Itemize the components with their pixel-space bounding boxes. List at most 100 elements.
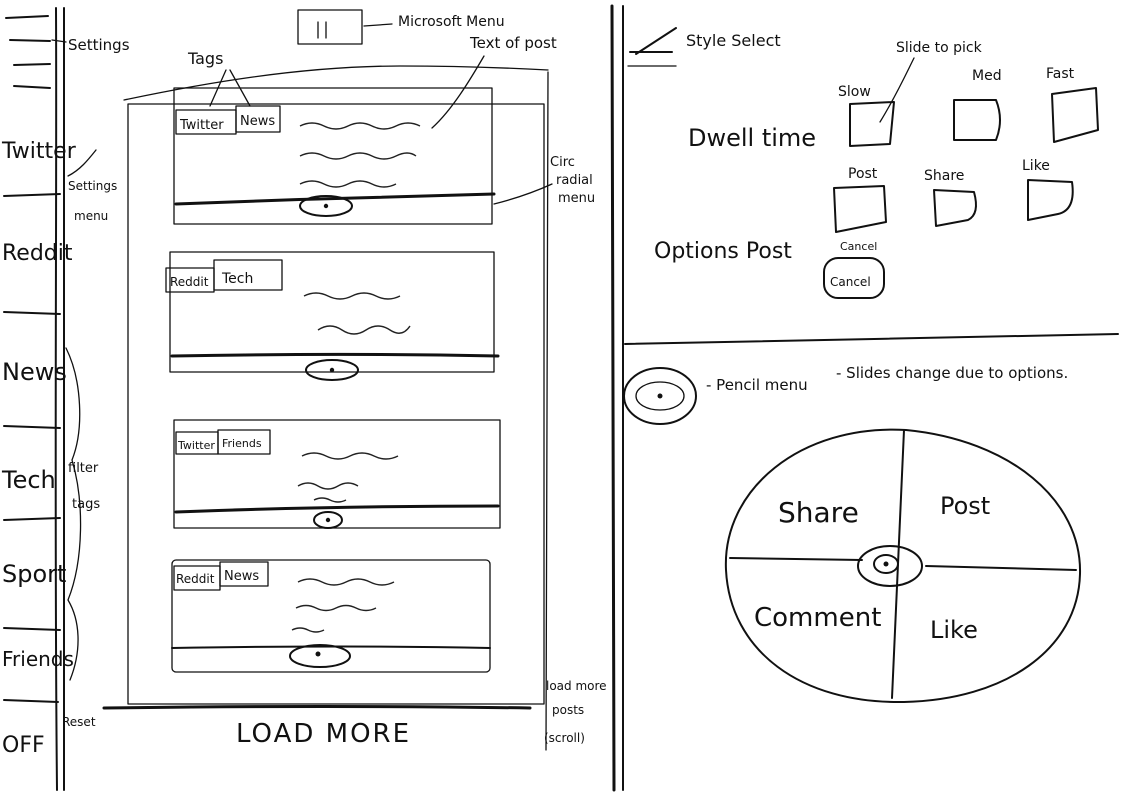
post-tag-label: Reddit [176,572,215,586]
sidebar-item-friends[interactable]: Friends [2,647,74,671]
radial-menu-center[interactable] [857,545,923,587]
radial-menu-button[interactable] [313,511,343,529]
reset-annotation: Reset [62,715,96,729]
dwell-option-label: Fast [1046,66,1075,82]
post-option-like[interactable]: Like [1022,158,1074,221]
post-tag[interactable]: Twitter [175,431,219,455]
radial-menu-button[interactable] [305,359,359,381]
right-horizontal-divider [624,333,1119,345]
post-tag[interactable]: Reddit [173,565,221,591]
sidebar-item-reddit[interactable]: Reddit [2,241,73,266]
settings-annotation: Settings [68,36,130,54]
microsoft-menu-annotation: Microsoft Menu [398,14,505,30]
microsoft-menu-box [297,9,363,45]
post-text-placeholder [295,604,377,612]
sidebar-item-label: Reddit [2,241,73,266]
post-text-placeholder [299,152,417,160]
sidebar-item-label: Twitter [1,139,77,164]
post-divider [171,645,491,649]
post-option-post[interactable]: Post [833,166,887,233]
post-tag[interactable]: Tech [213,259,283,291]
dwell-option-box [1051,87,1099,143]
post-tag-label: Twitter [177,439,215,452]
settings-menu-annotation-line1: Settings [68,179,117,193]
post-text-placeholder [297,482,359,490]
sidebar-divider [62,7,66,791]
center-page-divider [610,4,616,792]
sidebar-item-label: Friends [2,647,74,671]
post-tag-label: Twitter [179,118,224,133]
radial-menu-button[interactable] [299,195,353,217]
post-card: Twitter News [173,87,496,225]
slide-to-pick-annotation: Slide to pick [896,40,983,56]
cancel-option-box [823,257,885,299]
load-more-divider [102,705,532,710]
post-text-placeholder [303,292,401,300]
cancel-option[interactable]: Cancel [823,257,885,299]
dwell-option-med[interactable]: Med [953,68,1002,141]
post-tag[interactable]: News [235,105,281,133]
tags-annotation: Tags [187,49,223,68]
post-text-placeholder [301,452,399,460]
circular-menu-annotation-line3: menu [558,191,595,206]
post-card-border [171,559,491,673]
sidebar-separator [3,517,61,521]
post-text-placeholder [299,180,397,188]
radial-segment-post[interactable]: Post [940,492,990,520]
dwell-option-fast[interactable]: Fast [1046,66,1099,143]
settings-menu-annotation-line2: menu [74,209,108,223]
load-more-button[interactable]: LOAD MORE [236,719,411,749]
post-card-border [173,87,493,225]
post-text-placeholder [299,122,421,130]
load-more-annotation-line1: load more [546,679,607,693]
sidebar-separator [3,311,61,315]
dwell-option-label: Med [972,68,1002,84]
left-page-border [54,7,58,791]
sidebar-item-news[interactable]: News [2,358,67,386]
style-select-label: Style Select [686,31,781,50]
radial-menu-button[interactable] [289,644,351,668]
radial-segment-share[interactable]: Share [778,496,859,529]
post-tag[interactable]: Twitter [175,109,237,135]
sidebar-item-sport[interactable]: Sport [2,560,66,588]
post-text-placeholder [291,627,325,633]
post-option-box [1027,179,1074,221]
post-divider [174,192,496,206]
load-more-annotation-line2: posts [552,703,584,717]
hamburger-menu-icon[interactable] [5,15,51,89]
sidebar-item-tech[interactable]: Tech [1,466,56,494]
post-option-label: Post [848,166,878,182]
filter-tags-annotation-line1: filter [68,461,99,476]
radial-segment-label: Share [778,496,859,529]
circular-menu-pointer [493,183,553,205]
feed-container-right-edge [545,71,549,751]
post-tag[interactable]: Reddit [165,267,215,293]
sidebar-item-label: News [2,358,67,386]
radial-menu-horizontal-axis [729,557,1077,571]
post-tag[interactable]: News [219,561,269,587]
post-tag[interactable]: Friends [217,429,271,455]
sidebar-item-off[interactable]: OFF [2,733,45,758]
post-text-placeholder [317,325,411,335]
style-select-icon[interactable] [627,27,677,67]
cancel-option-label: Cancel [830,275,871,289]
radial-segment-like[interactable]: Like [930,616,978,644]
post-divider [170,353,500,358]
microsoft-menu-icon [317,21,327,39]
post-tag-label: Tech [221,271,253,287]
dwell-option-slow[interactable]: Slow [838,84,895,147]
sidebar-item-twitter[interactable]: Twitter [1,139,77,164]
radial-segment-comment[interactable]: Comment [754,603,881,633]
post-divider [174,504,500,514]
dwell-option-box [953,99,1001,141]
text-of-post-annotation: Text of post [469,34,557,52]
microsoft-menu-button[interactable] [297,9,363,45]
radial-segment-label: Post [940,492,990,520]
feed-header-curve [123,65,549,101]
load-more-annotation-line3: (scroll) [544,731,585,745]
post-card: Twitter Friends [173,419,501,529]
post-card: Reddit News [171,559,491,673]
sidebar-separator [3,627,61,631]
post-option-share[interactable]: Share [924,168,977,227]
radial-segment-label: Comment [754,603,881,633]
